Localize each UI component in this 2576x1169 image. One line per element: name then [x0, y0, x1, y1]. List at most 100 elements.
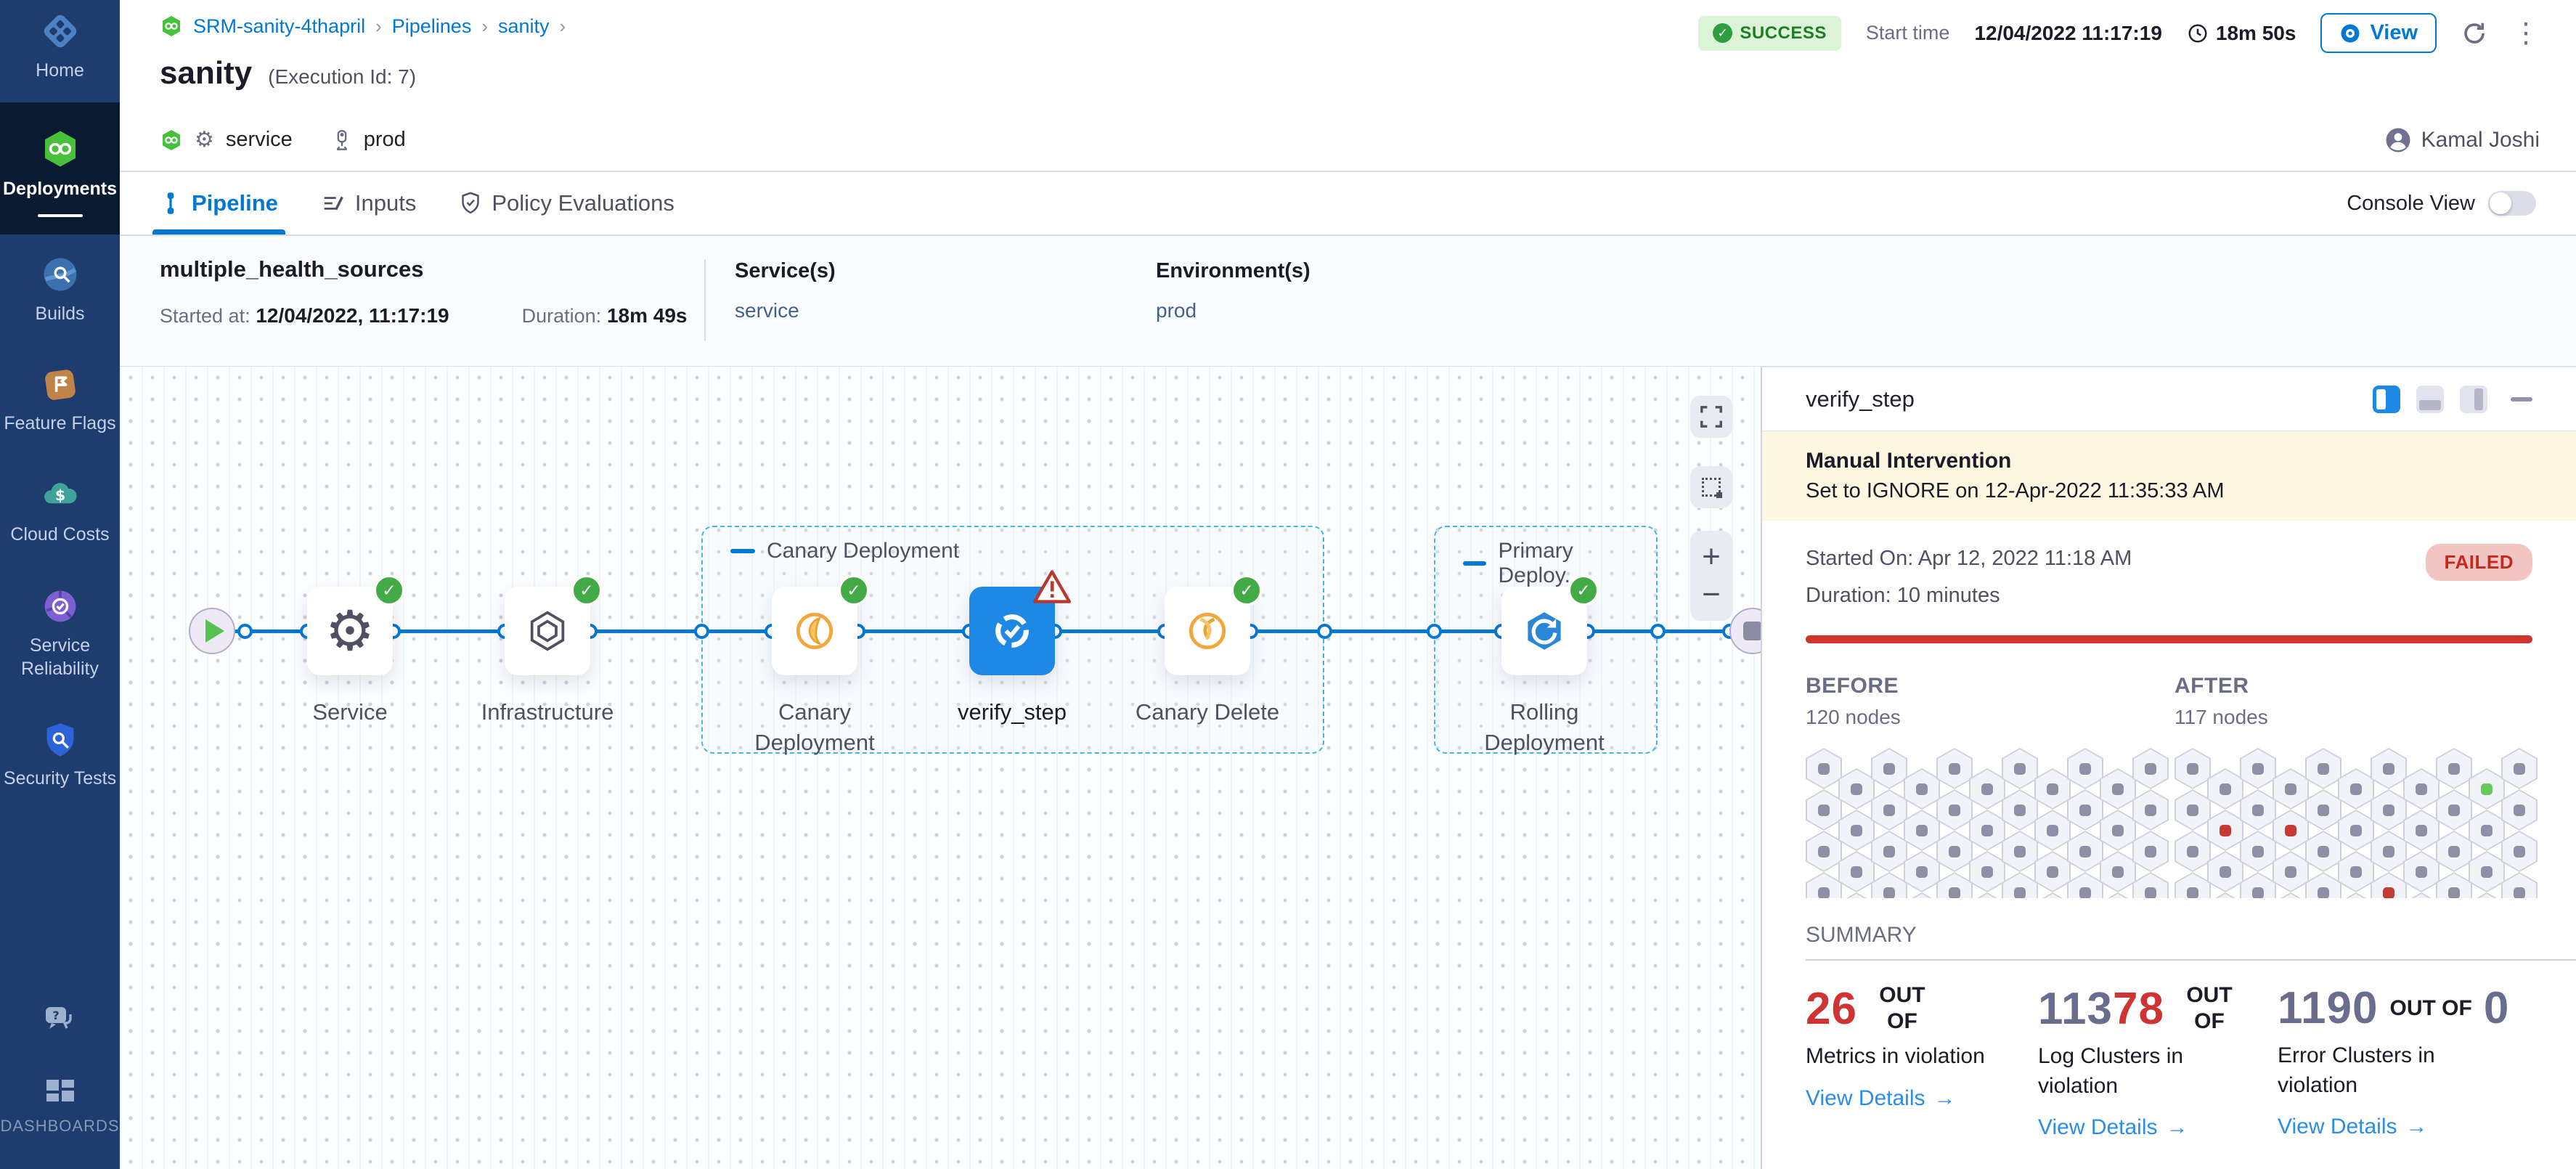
breadcrumb-link[interactable]: sanity — [498, 15, 550, 37]
hex-node[interactable] — [1969, 892, 2005, 898]
hex-node[interactable] — [2305, 831, 2341, 872]
hex-node[interactable] — [1806, 872, 1842, 898]
hex-node[interactable] — [2067, 872, 2103, 898]
hex-node[interactable] — [2034, 768, 2071, 810]
hex-node[interactable] — [1838, 892, 1875, 898]
hex-node[interactable] — [2338, 768, 2374, 810]
marquee-select-button[interactable] — [1690, 466, 1732, 508]
hex-node[interactable] — [2469, 851, 2505, 892]
sidebar-item-dashboards[interactable]: DASHBOARDS — [0, 1056, 120, 1157]
hex-node[interactable] — [2002, 872, 2038, 898]
environments-value[interactable]: prod — [1156, 299, 1197, 322]
hex-node[interactable] — [2436, 831, 2472, 872]
hex-node[interactable] — [2403, 768, 2440, 810]
hex-node[interactable] — [2100, 768, 2136, 810]
sidebar-item-cloud-costs[interactable]: $ Cloud Costs — [0, 455, 120, 566]
hex-node[interactable] — [2207, 768, 2243, 810]
breadcrumb-link[interactable]: Pipelines — [391, 15, 472, 37]
hex-node[interactable] — [2371, 789, 2407, 831]
refresh-icon[interactable] — [2461, 20, 2487, 46]
tab-policy-evaluations[interactable]: Policy Evaluations — [460, 172, 674, 235]
hex-node[interactable] — [2034, 810, 2071, 851]
kebab-menu-icon[interactable]: ⋮ — [2512, 17, 2540, 49]
tab-inputs[interactable]: Inputs — [322, 172, 416, 235]
hex-node[interactable] — [2034, 851, 2071, 892]
hex-node[interactable] — [2132, 872, 2169, 898]
fit-to-screen-button[interactable] — [1690, 396, 1732, 438]
hex-node[interactable] — [1936, 748, 1973, 789]
zoom-out-button[interactable]: − — [1702, 577, 1721, 612]
hex-node[interactable] — [1806, 789, 1842, 831]
hex-node[interactable] — [2371, 831, 2407, 872]
view-details-link[interactable]: View Details→ — [2278, 1115, 2428, 1139]
sidebar-item-feature-flags[interactable]: Feature Flags — [0, 346, 120, 455]
pipeline-node-infrastructure[interactable]: ✓ — [505, 575, 602, 675]
hex-node[interactable] — [2273, 851, 2309, 892]
hex-node[interactable] — [2403, 851, 2440, 892]
minimize-icon[interactable] — [2511, 396, 2532, 402]
hex-node[interactable] — [2100, 851, 2136, 892]
view-button[interactable]: View — [2320, 13, 2437, 53]
hex-node[interactable] — [1969, 810, 2005, 851]
right-view-icon[interactable] — [2460, 385, 2487, 413]
hex-node[interactable] — [1969, 851, 2005, 892]
hex-node[interactable] — [2174, 831, 2211, 872]
hex-node[interactable] — [2207, 851, 2243, 892]
sidebar-item-deployments[interactable]: Deployments — [0, 102, 120, 235]
hex-node[interactable] — [1871, 872, 1907, 898]
hex-node[interactable] — [2067, 748, 2103, 789]
services-value[interactable]: service — [735, 299, 799, 322]
hex-node[interactable] — [2305, 789, 2341, 831]
hex-node[interactable] — [2100, 892, 2136, 898]
hex-node[interactable] — [2174, 872, 2211, 898]
hex-node[interactable] — [2403, 892, 2440, 898]
breadcrumb-link[interactable]: SRM-sanity-4thapril — [193, 15, 366, 37]
hex-node[interactable] — [1969, 768, 2005, 810]
hex-node[interactable] — [2002, 789, 2038, 831]
hex-node[interactable] — [2273, 892, 2309, 898]
hex-node[interactable] — [2240, 831, 2276, 872]
hex-node[interactable] — [2207, 810, 2243, 851]
hex-node[interactable] — [1838, 851, 1875, 892]
hex-node[interactable] — [2501, 831, 2538, 872]
hex-node[interactable] — [2305, 748, 2341, 789]
hex-node[interactable] — [2338, 810, 2374, 851]
hex-node[interactable] — [1904, 810, 1940, 851]
pipeline-canvas[interactable]: Canary Deployment Primary Deploy... ⚙✓ S… — [120, 367, 1761, 1169]
hex-node[interactable] — [2273, 810, 2309, 851]
hex-node[interactable] — [2371, 748, 2407, 789]
hex-node[interactable] — [2132, 789, 2169, 831]
hex-node[interactable] — [2305, 872, 2341, 898]
hex-node[interactable] — [2067, 831, 2103, 872]
hex-node[interactable] — [2034, 892, 2071, 898]
tab-pipeline[interactable]: Pipeline — [152, 172, 285, 235]
hex-node[interactable] — [2501, 789, 2538, 831]
hex-node[interactable] — [2174, 748, 2211, 789]
hex-node[interactable] — [2371, 872, 2407, 898]
hex-node[interactable] — [2501, 748, 2538, 789]
hex-node[interactable] — [1904, 768, 1940, 810]
console-view-toggle[interactable] — [2488, 191, 2536, 216]
hex-node[interactable] — [2100, 810, 2136, 851]
view-details-link[interactable]: View Details→ — [1806, 1086, 1956, 1110]
pipeline-node-canary-delete[interactable]: ✓ — [1165, 575, 1262, 675]
hex-node[interactable] — [1838, 810, 1875, 851]
hex-node[interactable] — [2469, 810, 2505, 851]
hex-node[interactable] — [2207, 892, 2243, 898]
hex-node[interactable] — [1806, 748, 1842, 789]
sidebar-item-help[interactable]: ? — [0, 984, 120, 1056]
hex-node[interactable] — [2002, 831, 2038, 872]
hex-node[interactable] — [1838, 768, 1875, 810]
hex-node[interactable] — [1871, 831, 1907, 872]
hex-node[interactable] — [2501, 872, 2538, 898]
hex-node[interactable] — [2436, 748, 2472, 789]
hex-node[interactable] — [2338, 851, 2374, 892]
environment-tag[interactable]: prod — [363, 128, 406, 151]
hex-node[interactable] — [2273, 768, 2309, 810]
hex-node[interactable] — [2469, 768, 2505, 810]
hex-node[interactable] — [2067, 789, 2103, 831]
hex-node[interactable] — [1904, 892, 1940, 898]
hex-node[interactable] — [1936, 831, 1973, 872]
hex-node[interactable] — [2002, 748, 2038, 789]
pipeline-node-service[interactable]: ⚙✓ — [307, 575, 404, 675]
